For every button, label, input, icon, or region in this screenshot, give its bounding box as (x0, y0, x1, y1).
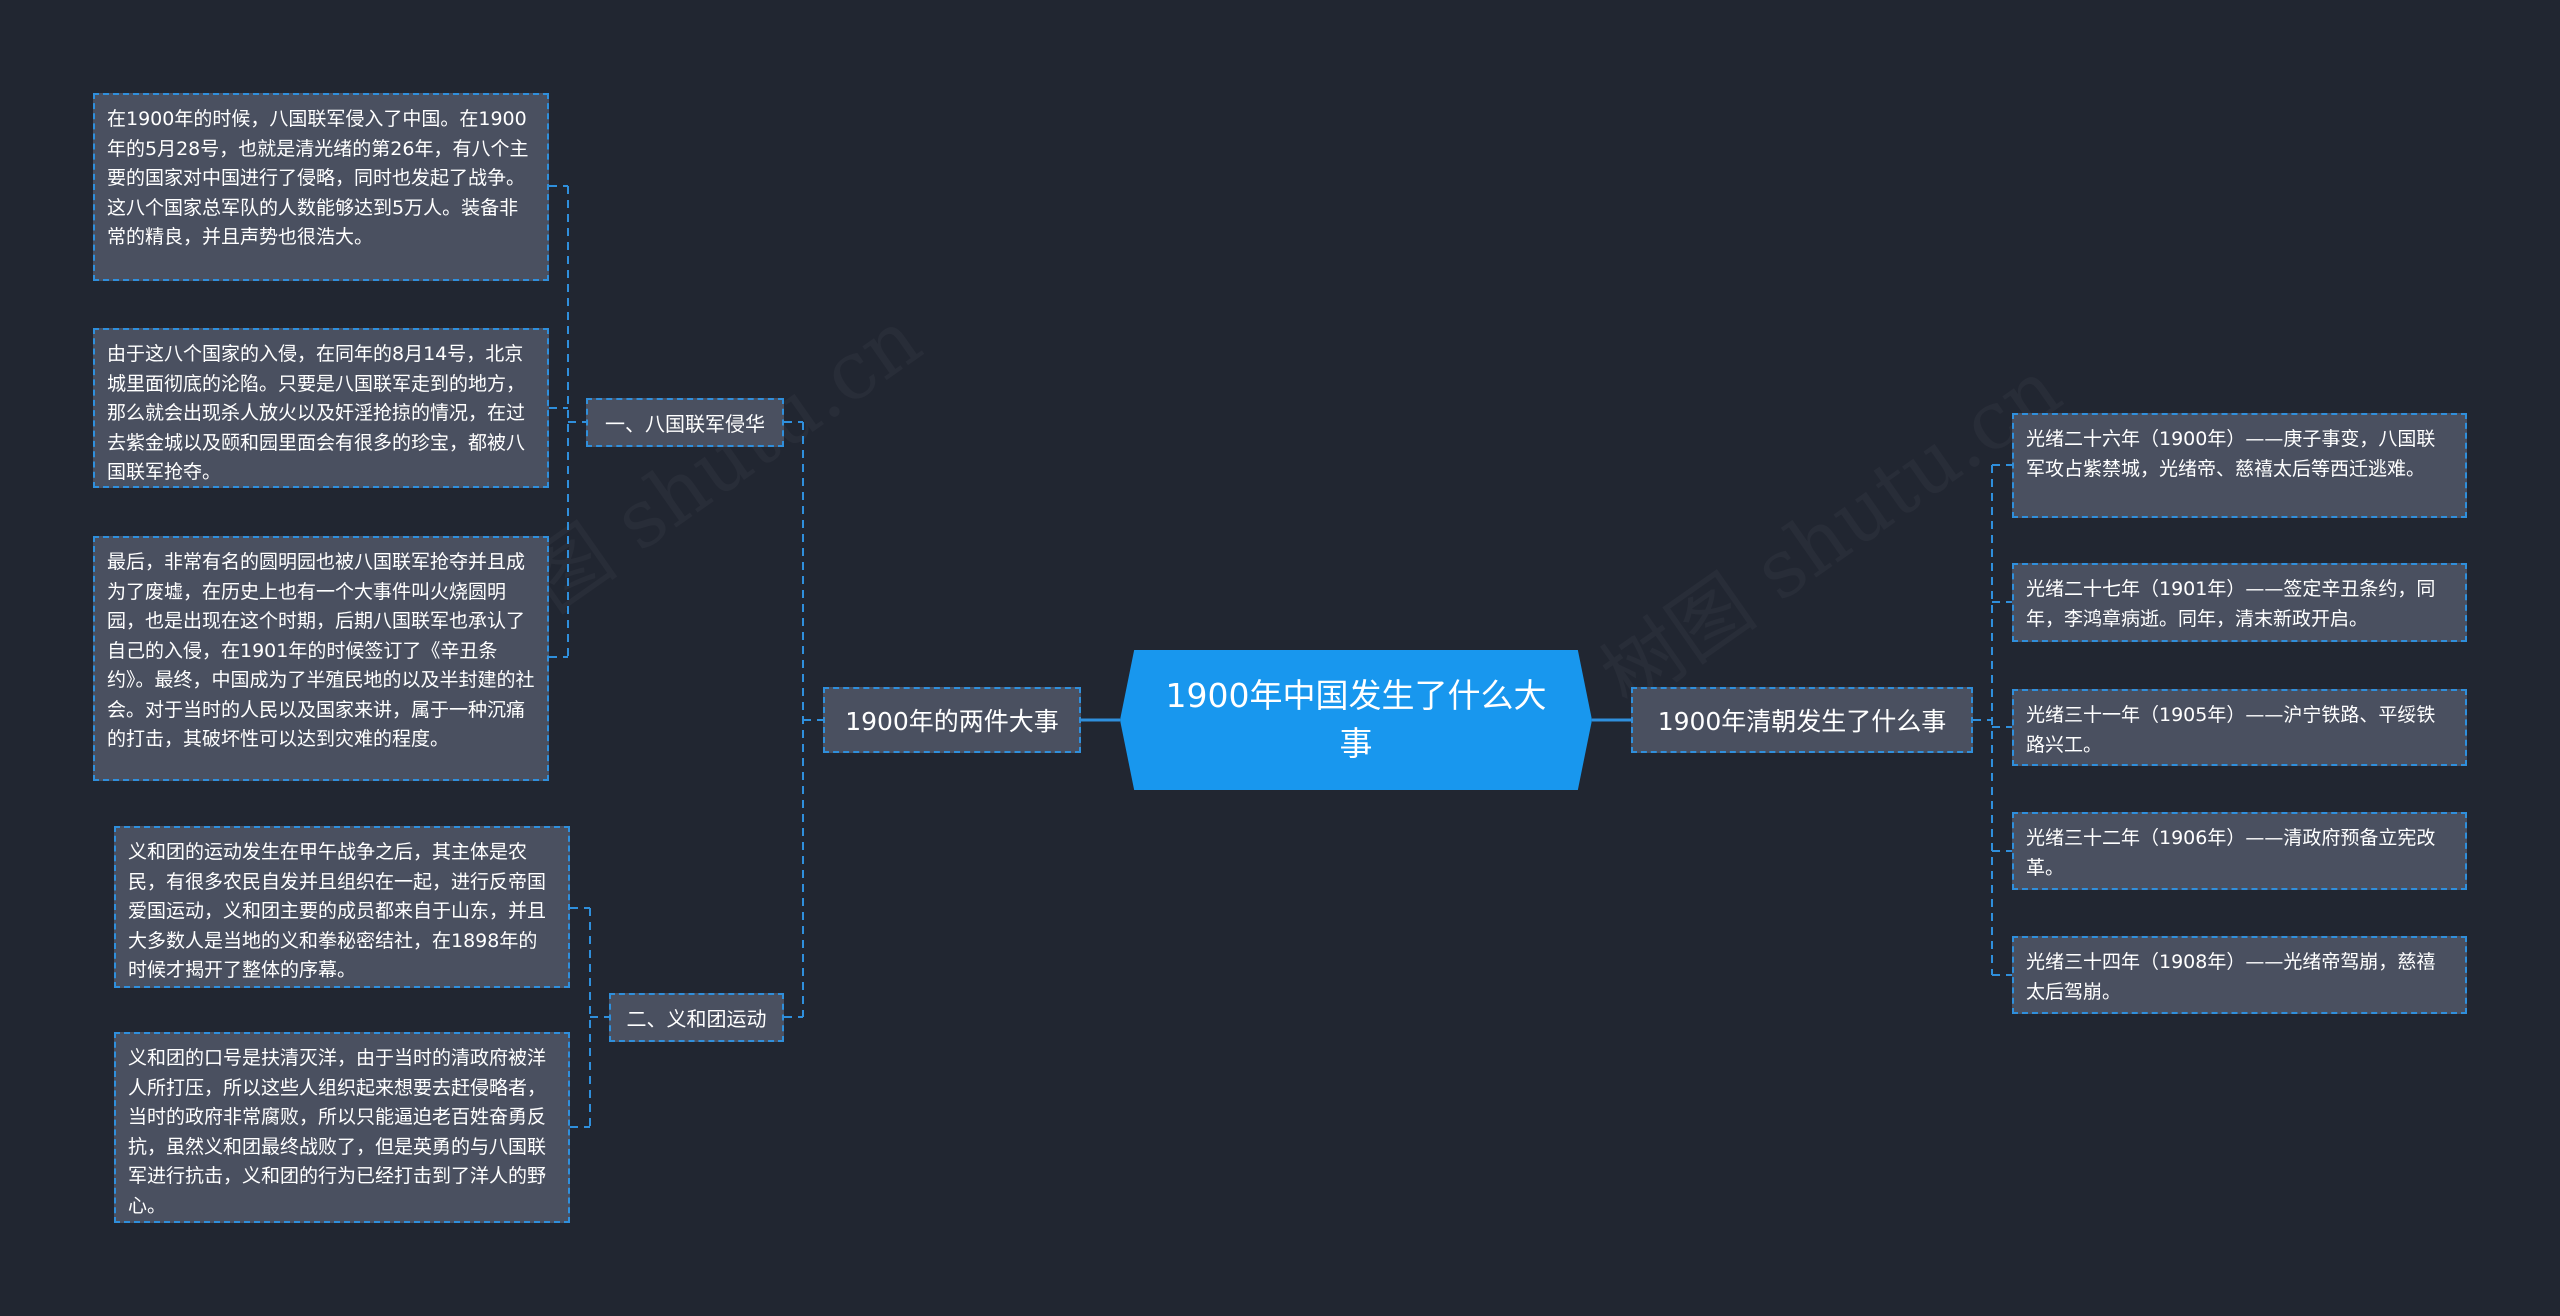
subtopic-label: 二、义和团运动 (626, 1007, 767, 1031)
root-topic[interactable]: 1900年中国发生了什么大事 (1120, 650, 1592, 790)
leaf-node[interactable]: 在1900年的时候，八国联军侵入了中国。在1900年的5月28号，也就是清光绪的… (93, 93, 549, 281)
leaf-node[interactable]: 光绪二十七年（1901年）——签定辛丑条约，同年，李鸿章病逝。同年，清末新政开启… (2012, 563, 2467, 642)
leaf-node[interactable]: 由于这八个国家的入侵，在同年的8月14号，北京城里面彻底的沦陷。只要是八国联军走… (93, 328, 549, 488)
connector (784, 421, 823, 1018)
branch-right[interactable]: 1900年清朝发生了什么事 (1631, 687, 1973, 753)
leaf-node[interactable]: 光绪三十四年（1908年）——光绪帝驾崩，慈禧太后驾崩。 (2012, 936, 2467, 1014)
connector (549, 185, 586, 658)
leaf-node[interactable]: 最后，非常有名的圆明园也被八国联军抢夺并且成为了废墟，在历史上也有一个大事件叫火… (93, 536, 549, 781)
subtopic-label: 一、八国联军侵华 (605, 412, 765, 436)
leaf-node[interactable]: 光绪二十六年（1900年）——庚子事变，八国联军攻占紫禁城，光绪帝、慈禧太后等西… (2012, 413, 2467, 518)
leaf-node[interactable]: 光绪三十一年（1905年）——沪宁铁路、平绥铁路兴工。 (2012, 689, 2467, 766)
root-title: 1900年中国发生了什么大事 (1165, 676, 1547, 763)
connector (1973, 464, 2012, 976)
leaf-node[interactable]: 义和团的运动发生在甲午战争之后，其主体是农民，有很多农民自发并且组织在一起，进行… (114, 826, 570, 988)
subtopic-boxer-movement[interactable]: 二、义和团运动 (609, 993, 784, 1042)
leaf-node[interactable]: 光绪三十二年（1906年）——清政府预备立宪改革。 (2012, 812, 2467, 890)
branch-label: 1900年清朝发生了什么事 (1657, 707, 1947, 736)
connector (570, 907, 609, 1128)
branch-label: 1900年的两件大事 (845, 707, 1059, 736)
branch-left[interactable]: 1900年的两件大事 (823, 687, 1081, 753)
subtopic-eight-nation-alliance[interactable]: 一、八国联军侵华 (586, 398, 784, 447)
leaf-node[interactable]: 义和团的口号是扶清灭洋，由于当时的清政府被洋人所打压，所以这些人组织起来想要去赶… (114, 1032, 570, 1223)
